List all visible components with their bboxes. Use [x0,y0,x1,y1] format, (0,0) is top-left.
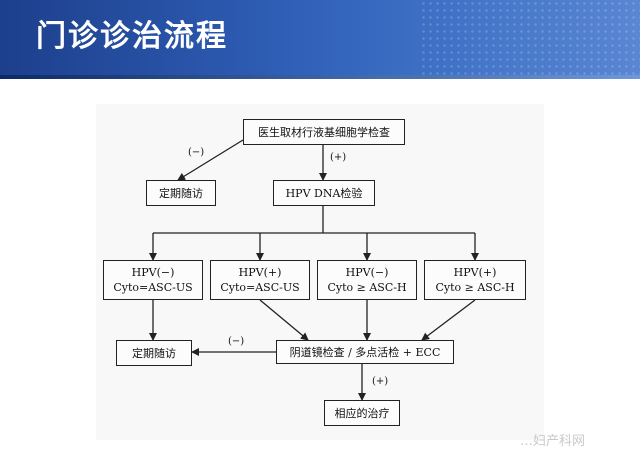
edge-b4-colposcopy [421,299,476,341]
node-routine-followup-top-label: 定期随访 [159,186,203,200]
edge-label-colposcopy-followup: (−) [228,336,245,347]
header-dot-pattern [420,0,640,75]
edge-sampling-followup [177,139,244,181]
watermark: …妇产科网 [520,434,586,449]
node-branch-1: HPV(−) Cyto=ASC-US [103,260,203,300]
node-branch-2-line1: HPV(+) [238,266,282,279]
slide-title: 门诊诊治流程 [36,19,228,54]
node-colposcopy: 阴道镜检查 / 多点活检 + ECC [276,340,454,364]
node-branch-4: HPV(+) Cyto ≥ ASC-H [424,260,526,300]
node-branch-1-line1: HPV(−) [131,266,175,279]
node-branch-3-line2: Cyto ≥ ASC-H [327,281,407,294]
node-sampling-label: 医生取材行液基细胞学检查 [258,125,390,139]
node-branch-3-line1: HPV(−) [345,266,389,279]
node-colposcopy-label: 阴道镜检查 / 多点活检 + ECC [289,345,441,359]
header-divider [0,75,640,79]
node-branch-4-line2: Cyto ≥ ASC-H [435,281,515,294]
edge-label-colposcopy-treatment: (+) [372,376,389,387]
node-hpv-test-label: HPV DNA检验 [285,186,363,200]
node-treatment: 相应的治疗 [324,400,400,426]
node-branch-3: HPV(−) Cyto ≥ ASC-H [317,260,417,300]
node-branch-4-line1: HPV(+) [453,266,497,279]
node-routine-followup-top: 定期随访 [146,180,216,206]
edge-label-sampling-hpv: (+) [330,152,347,163]
edge-b2-colposcopy [259,299,309,341]
node-hpv-test: HPV DNA检验 [273,180,375,206]
slide-header: 门诊诊治流程 [0,0,640,75]
edge-label-sampling-followup: (−) [188,147,205,158]
node-treatment-label: 相应的治疗 [334,406,390,420]
node-routine-followup-bottom-label: 定期随访 [132,346,176,360]
node-routine-followup-bottom: 定期随访 [116,340,192,366]
node-branch-2: HPV(+) Cyto=ASC-US [210,260,310,300]
node-sampling: 医生取材行液基细胞学检查 [243,119,405,145]
node-branch-2-line2: Cyto=ASC-US [220,281,300,294]
node-branch-1-line2: Cyto=ASC-US [113,281,193,294]
